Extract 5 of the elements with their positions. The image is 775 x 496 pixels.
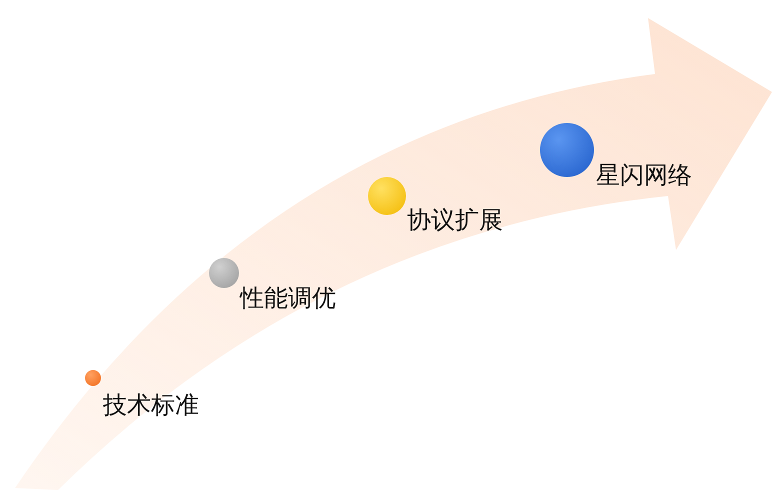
milestone-label: 协议扩展 (407, 208, 503, 232)
milestone-label: 星闪网络 (596, 163, 692, 187)
milestone-label: 性能调优 (240, 286, 336, 310)
dot (85, 370, 101, 386)
milestone-label: 技术标准 (103, 393, 199, 417)
